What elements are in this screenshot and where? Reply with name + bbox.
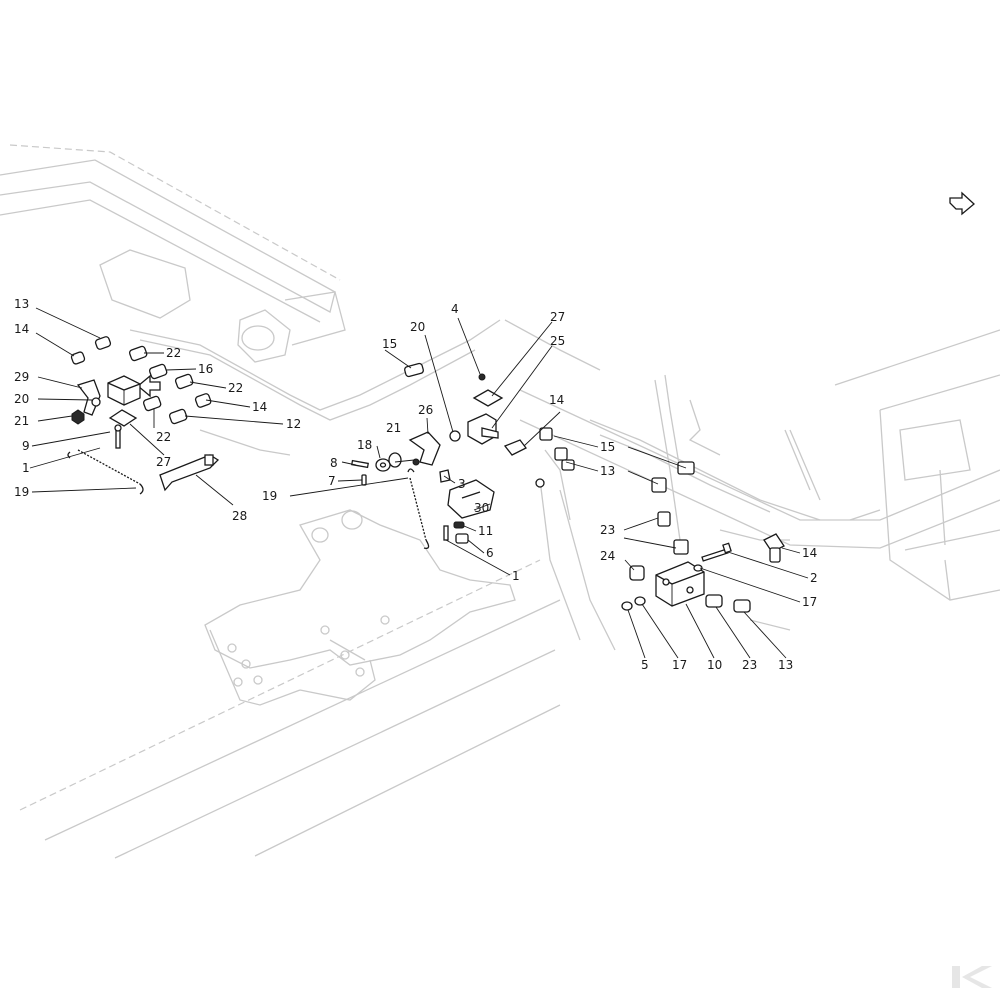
callout-label: 1	[512, 569, 520, 583]
callout-label: 18	[357, 438, 372, 452]
callout-label: 13	[600, 464, 615, 478]
background-frame	[0, 144, 1000, 859]
callout-label: 13	[778, 658, 793, 672]
callout-label: 14	[252, 400, 267, 414]
callout-label: 20	[14, 392, 29, 406]
callout-label: 19	[262, 489, 277, 503]
callout-label: 28	[232, 509, 247, 523]
middle-assembly	[351, 362, 575, 549]
callout-label: 7	[328, 474, 336, 488]
flow-arrow-icon	[136, 374, 161, 398]
callout-label: 22	[156, 430, 171, 444]
callout-label: 24	[600, 549, 615, 563]
callout-label: 21	[14, 414, 29, 428]
right-assembly	[621, 461, 785, 613]
callout-label: 23	[600, 523, 615, 537]
callout-label: 26	[418, 403, 433, 417]
callout-label: 15	[600, 440, 615, 454]
callout-label: 6	[486, 546, 494, 560]
callout-label: 22	[228, 381, 243, 395]
callout-label: 27	[156, 455, 171, 469]
callout-labels: 13 14 29 20 21 9 1 19 22 16 22 14 22 12 …	[14, 297, 818, 672]
callout-label: 23	[742, 658, 757, 672]
callout-label: 17	[802, 595, 817, 609]
callout-label: 14	[14, 322, 29, 336]
view-arrow-icon	[949, 191, 975, 216]
callout-label: 17	[672, 658, 687, 672]
callout-label: 2	[810, 571, 818, 585]
callout-label: 13	[14, 297, 29, 311]
left-assembly	[67, 336, 220, 495]
callout-label: 12	[286, 417, 301, 431]
callout-label: 16	[198, 362, 213, 376]
leader-lines	[29, 307, 809, 659]
callout-label: 14	[549, 393, 564, 407]
callout-label: 8	[330, 456, 338, 470]
callout-label: 15	[382, 337, 397, 351]
callout-label: 20	[410, 320, 425, 334]
callout-label: 22	[166, 346, 181, 360]
brand-logo-icon	[952, 966, 992, 988]
callout-label: 25	[550, 334, 565, 348]
callout-label: 10	[707, 658, 722, 672]
callout-label: 9	[22, 439, 30, 453]
callout-label: 5	[641, 658, 649, 672]
callout-label: 1	[22, 461, 30, 475]
callout-label: 14	[802, 546, 817, 560]
callout-label: 29	[14, 370, 29, 384]
callout-label: 4	[451, 302, 459, 316]
callout-label: 30	[474, 501, 489, 515]
callout-label: 27	[550, 310, 565, 324]
callout-label: 21	[386, 421, 401, 435]
callout-label: 19	[14, 485, 29, 499]
callout-label: 3	[458, 477, 466, 491]
callout-label: 11	[478, 524, 493, 538]
